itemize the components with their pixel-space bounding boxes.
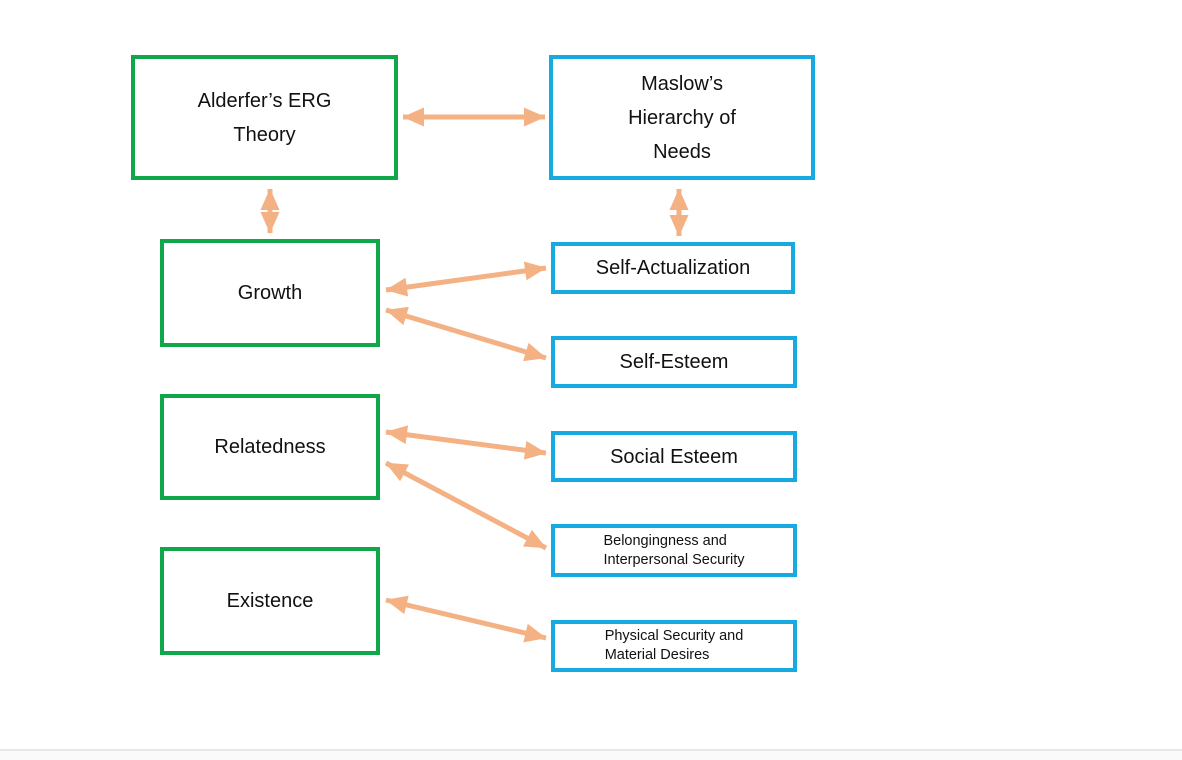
arrow-growth-selfesteem [385,306,547,362]
node-social-esteem: Social Esteem [551,431,797,482]
arrow-growth-selfactualization [385,261,547,297]
node-label: Growth [238,276,302,310]
node-label-line: Interpersonal Security [603,551,745,568]
node-label-line: Existence [226,590,314,612]
node-label-line: Growth [237,282,303,304]
node-label-line: Alderfer’s ERG [197,89,332,112]
node-relatedness: Relatedness [160,394,380,500]
node-label-line: Self-Actualization [595,257,751,279]
node-label: Relatedness [214,430,325,464]
node-label-line: Needs [653,140,711,163]
node-label: Existence [227,584,314,618]
node-label-line: Theory [233,123,296,146]
node-label-line: Belongingness and [603,532,727,549]
node-label: Self-Esteem [620,345,729,379]
node-maslow-hierarchy: Maslow’s Hierarchy of Needs [549,55,815,180]
node-label: Physical Security and Material Desires [605,627,744,665]
node-physical-security: Physical Security and Material Desires [551,620,797,672]
node-label: Social Esteem [610,440,738,474]
arrow-relatedness-belongingness [384,460,548,551]
node-belongingness: Belongingness and Interpersonal Security [551,524,797,577]
node-growth: Growth [160,239,380,347]
node-label-line: Self-Esteem [619,351,729,373]
node-label: Belongingness and Interpersonal Security [603,532,744,570]
node-label: Self-Actualization [596,251,751,285]
page-bottom-strip [0,751,1182,760]
node-label-line: Physical Security and [604,628,744,644]
node-self-actualization: Self-Actualization [551,242,795,294]
node-label-line: Maslow’s [641,72,723,95]
page-bottom-divider [0,749,1182,751]
node-label-line: Social Esteem [610,445,738,468]
node-label-line: Relatedness [214,436,326,458]
node-label: Alderfer’s ERG Theory [198,84,332,152]
node-label-line: Material Desires [604,647,710,663]
arrow-relatedness-socialesteem [385,425,547,460]
arrow-existence-physicalsecurity [385,595,547,643]
node-alderfer-erg-theory: Alderfer’s ERG Theory [131,55,398,180]
node-label-line: Hierarchy of [628,106,736,129]
node-existence: Existence [160,547,380,655]
node-self-esteem: Self-Esteem [551,336,797,388]
node-label: Maslow’s Hierarchy of Needs [628,67,736,169]
